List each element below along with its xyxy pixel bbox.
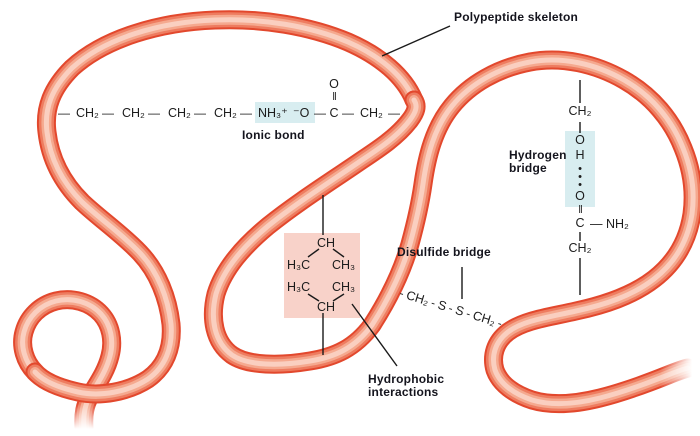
disulfide-s1: S	[436, 297, 449, 314]
disulfide-s2: S	[453, 303, 466, 319]
ionic-bond-highlight	[255, 102, 315, 123]
ch2-group: CH₂	[168, 106, 191, 120]
hbridge-h: H	[575, 148, 585, 162]
hydrophobic-label-line2: interactions	[368, 385, 439, 399]
bond-ch3-ch-2	[332, 293, 345, 302]
ionic-bond-label: Ionic bond	[242, 128, 305, 142]
o-minus-group: ⁻O	[293, 106, 310, 120]
ch2-group: CH₂	[360, 106, 383, 120]
hbridge-ch2-bottom: CH₂	[568, 241, 592, 255]
chain-dash: —	[148, 106, 160, 120]
hbridge-ch2-top: CH₂	[568, 104, 592, 118]
hbridge-double-bond: ‖	[578, 204, 583, 216]
carbonyl-oxygen: O	[329, 77, 339, 91]
hydrophobic-pointer-line	[351, 303, 398, 367]
hydrogen-bridge-label-line1: Hydrogen	[509, 148, 567, 162]
hydrophobic-label: Hydrophobic interactions	[368, 373, 444, 399]
ch2-group: CH₂	[214, 106, 237, 120]
hydrophobic-ch3-2: CH₃	[332, 280, 356, 294]
chain-dash: —	[314, 106, 326, 120]
chain-dash: —	[342, 106, 354, 120]
hydrophobic-ch3-1: CH₃	[332, 258, 356, 272]
polypeptide-skeleton-label: Polypeptide skeleton	[454, 10, 579, 24]
hydrophobic-highlight	[284, 233, 360, 318]
carbonyl-double-bond: ‖	[332, 91, 336, 103]
disulfide-bridge-label: Disulfide bridge	[397, 245, 491, 259]
hbond-dot: •	[578, 171, 582, 183]
hydrophobic-h3c-1: H₃C	[287, 258, 311, 272]
hbridge-o-bottom: O	[575, 189, 585, 203]
hbridge-nh2-group: — NH₂	[590, 217, 629, 231]
chain-dash: —	[388, 106, 400, 120]
chain-dash: —	[240, 106, 252, 120]
hydrogen-bridge-highlight	[565, 131, 595, 207]
hbridge-o-top: O	[575, 133, 585, 147]
nh3-plus-group: NH₃⁺	[258, 106, 288, 120]
ch2-group: CH₂	[76, 106, 99, 120]
hbond-dot: •	[578, 179, 582, 191]
hbond-dot: •	[578, 163, 582, 175]
hydrophobic-h3c-2: H₃C	[287, 280, 311, 294]
chain-dash: —	[102, 106, 114, 120]
hydrophobic-ch-bottom: CH	[316, 300, 336, 314]
bond-ch-h3c-1	[307, 248, 320, 258]
polypeptide-pointer-line	[381, 25, 451, 57]
connector-lines	[307, 25, 581, 367]
carbon-label: C	[329, 106, 339, 120]
bond-ch-ch3-1	[332, 248, 345, 258]
hydrogen-bridge-label-line2: bridge	[509, 161, 547, 175]
chain-dash: —	[58, 106, 70, 120]
bond-h3c-ch-2	[307, 293, 320, 302]
carbon-group: C O ‖	[328, 77, 340, 120]
hydrophobic-label-line1: Hydrophobic	[368, 372, 445, 386]
hbridge-carbon: C	[575, 216, 585, 230]
hydrogen-bridge-label: Hydrogen bridge	[509, 149, 567, 175]
chain-dash: —	[194, 106, 206, 120]
hydrophobic-ch-top: CH	[316, 236, 336, 250]
ch2-group: CH₂	[122, 106, 145, 120]
